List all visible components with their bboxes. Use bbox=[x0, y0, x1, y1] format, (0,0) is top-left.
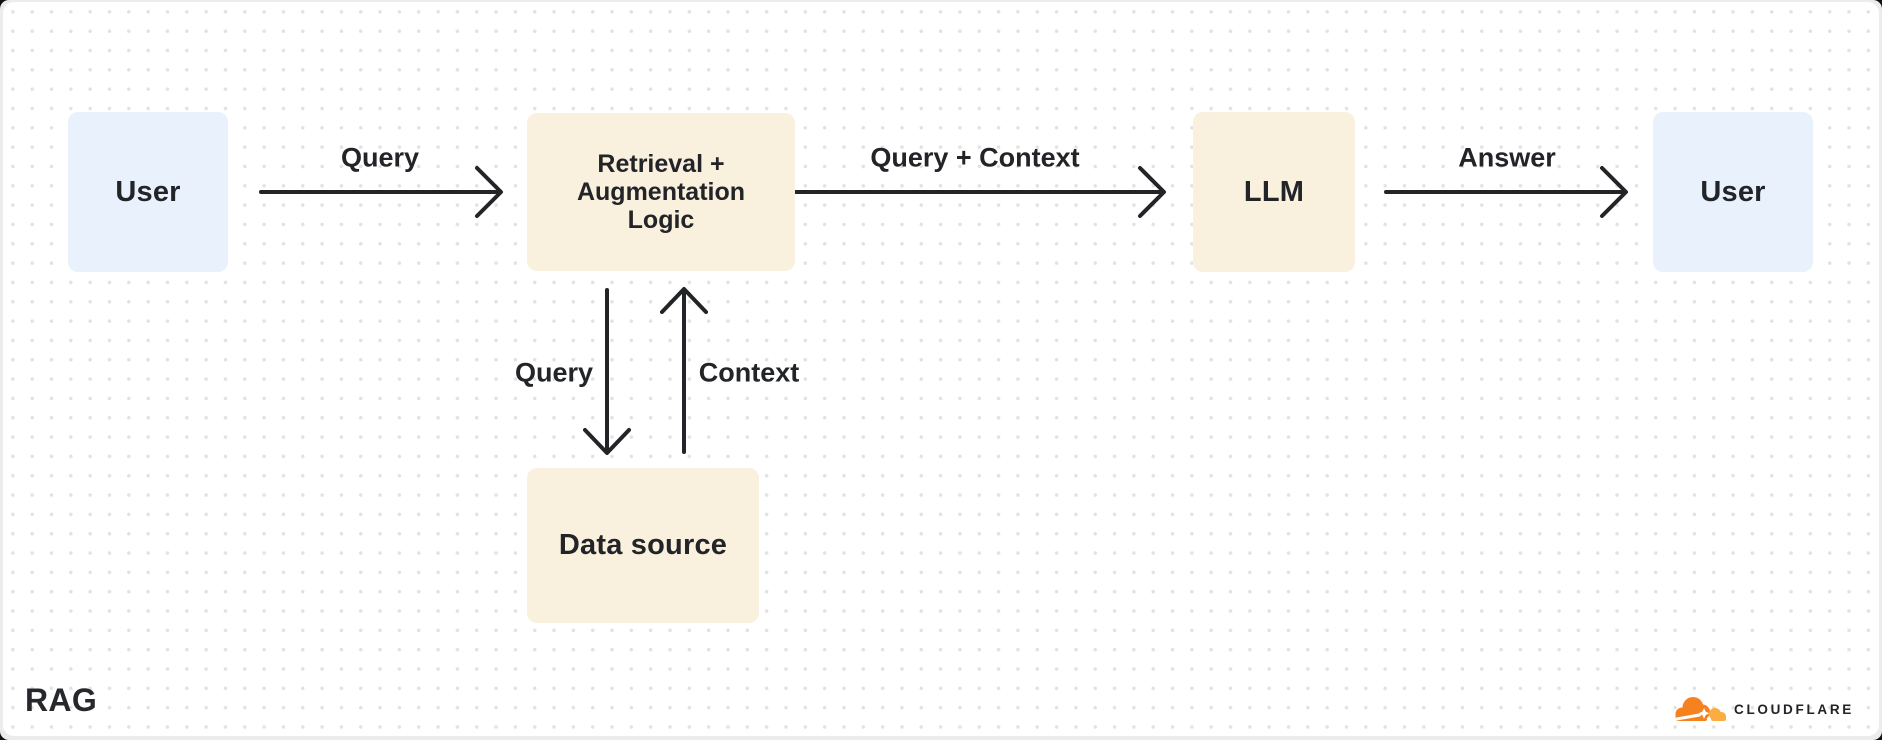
node-data-source: Data source bbox=[527, 468, 759, 623]
cloudflare-cloud-icon bbox=[1671, 697, 1726, 722]
node-label: Data source bbox=[558, 529, 728, 561]
node-retrieval-augmentation-logic: Retrieval + Augmentation Logic bbox=[527, 113, 795, 271]
edge-label-query-1: Query bbox=[340, 142, 420, 173]
arrow-query-context-retrieval-to-llm bbox=[791, 166, 1166, 218]
node-label: LLM bbox=[1243, 175, 1305, 208]
edge-label-query-2: Query bbox=[514, 357, 594, 388]
node-label: Retrieval + Augmentation Logic bbox=[576, 150, 746, 234]
node-label: User bbox=[1700, 175, 1766, 208]
node-user-left: User bbox=[68, 112, 228, 272]
arrow-query-user-to-retrieval bbox=[259, 166, 503, 218]
edge-label-query-context: Query + Context bbox=[870, 142, 1080, 173]
edge-label-context: Context bbox=[698, 357, 800, 388]
arrow-layer bbox=[259, 166, 1628, 455]
diagram-title: RAG bbox=[25, 682, 98, 718]
node-label: User bbox=[115, 175, 181, 208]
cloudflare-logo: CLOUDFLARE bbox=[1671, 694, 1854, 725]
cloudflare-wordmark: CLOUDFLARE bbox=[1734, 702, 1854, 717]
edge-label-answer: Answer bbox=[1458, 142, 1556, 173]
diagram-canvas: User Retrieval + Augmentation Logic LLM … bbox=[3, 2, 1879, 736]
node-user-right: User bbox=[1653, 112, 1813, 272]
node-llm: LLM bbox=[1193, 112, 1355, 272]
arrow-answer-llm-to-user bbox=[1384, 166, 1628, 218]
